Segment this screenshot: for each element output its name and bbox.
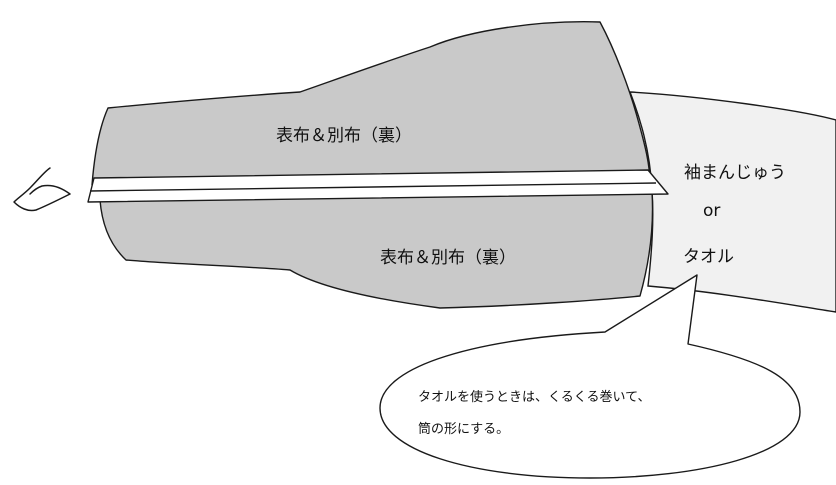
fabric-upper xyxy=(91,21,651,186)
label-fabric-top: 表布＆別布（裏） xyxy=(276,126,412,146)
label-fabric-bottom: 表布＆別布（裏） xyxy=(380,248,516,268)
seam-line xyxy=(89,182,657,192)
sleeve-cushion-roll xyxy=(628,91,836,313)
fabric-lower xyxy=(99,191,654,309)
seam-band xyxy=(87,169,669,203)
label-sleeve-cushion: 袖まんじゅう xyxy=(684,163,786,183)
iron-symbol xyxy=(13,167,71,212)
callout-line-1: タオルを使うときは、くるくる巻いて、 xyxy=(418,390,651,405)
speech-bubble xyxy=(379,274,801,479)
label-or: or xyxy=(703,201,721,221)
callout-line-2: 筒の形にする。 xyxy=(418,422,510,437)
label-towel: タオル xyxy=(683,247,734,267)
callout-text: タオルを使うときは、くるくる巻いて、 筒の形にする。 xyxy=(418,382,778,446)
